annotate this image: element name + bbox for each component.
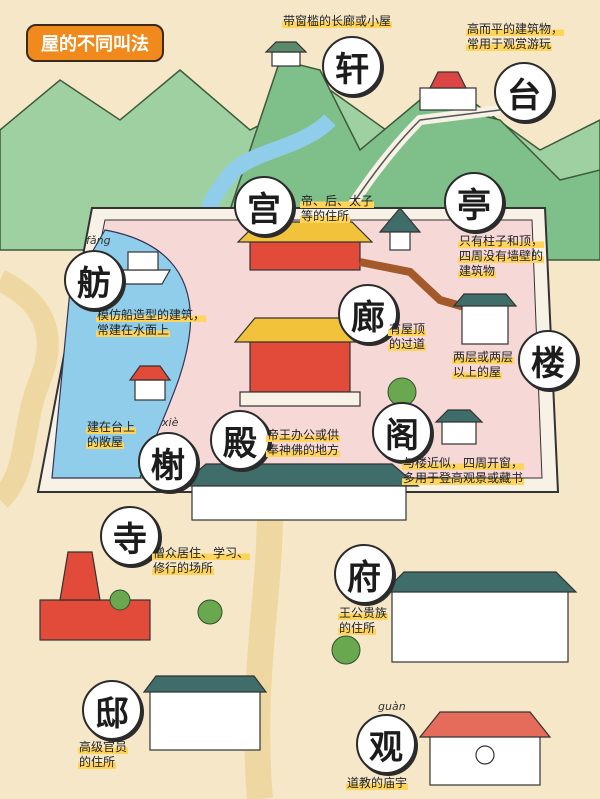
desc-si: 僧众居住、学习、 修行的场所 [152, 546, 251, 576]
desc-si-line-1: 僧众居住、学习、 [152, 546, 251, 560]
desc-ting-line-1: 只有柱子和顶， [458, 234, 545, 248]
desc-ting-line-2: 四周没有墙壁的 [458, 249, 545, 263]
desc-lang: 有屋顶 的过道 [388, 322, 427, 352]
desc-di-line-1: 高级官员 [78, 740, 129, 754]
desc-di-line-2: 的住所 [78, 755, 117, 769]
char-gong: 宫 [234, 176, 294, 236]
desc-gong: 帝、后、太子 等的住所 [300, 194, 375, 224]
desc-ting: 只有柱子和顶， 四周没有墙壁的 建筑物 [458, 234, 545, 279]
desc-lou-line-2: 以上的屋 [452, 365, 503, 379]
desc-ge-line-2: 多用于登高观景或藏书 [402, 471, 525, 485]
desc-xuan: 带窗槛的长廊或小屋 [282, 14, 393, 29]
pinyin-fang: fǎng [86, 234, 111, 247]
char-lou: 楼 [518, 330, 578, 390]
char-si: 寺 [100, 506, 160, 566]
desc-dian-line-2: 奉神佛的地方 [266, 443, 341, 457]
char-di: 邸 [82, 680, 142, 740]
desc-xuan-line: 带窗槛的长廊或小屋 [282, 14, 393, 28]
pinyin-guan: guàn [378, 700, 406, 713]
desc-fang: 模仿船造型的建筑， 常建在水面上 [96, 308, 207, 338]
page-title: 屋的不同叫法 [26, 24, 164, 62]
char-xie: 榭 [138, 432, 198, 492]
desc-lou: 两层或两层 以上的屋 [452, 350, 515, 380]
desc-dian-line-1: 帝王办公或供 [266, 428, 341, 442]
desc-fu-line-2: 的住所 [338, 621, 377, 635]
char-tai: 台 [494, 62, 554, 122]
desc-lang-line-2: 的过道 [388, 337, 427, 351]
desc-fang-line-1: 模仿船造型的建筑， [96, 308, 207, 322]
char-xuan: 轩 [322, 36, 382, 96]
desc-tai: 高而平的建筑物， 常用于观赏游玩 [466, 22, 565, 52]
desc-di: 高级官员 的住所 [78, 740, 129, 770]
desc-guan: 道教的庙宇 [346, 776, 409, 791]
desc-gong-line-1: 帝、后、太子 [300, 194, 375, 208]
desc-guan-line: 道教的庙宇 [346, 776, 409, 790]
desc-fu: 王公贵族 的住所 [338, 606, 389, 636]
char-ting: 亭 [444, 172, 504, 232]
desc-xie-line-1: 建在台上 [86, 420, 137, 434]
desc-tai-line-2: 常用于观赏游玩 [466, 37, 553, 51]
char-fu: 府 [334, 544, 394, 604]
desc-fu-line-1: 王公贵族 [338, 606, 389, 620]
desc-gong-line-2: 等的住所 [300, 209, 351, 223]
char-dian: 殿 [210, 410, 270, 470]
desc-ting-line-3: 建筑物 [458, 264, 497, 278]
desc-xie-line-2: 的敞屋 [86, 435, 125, 449]
desc-dian: 帝王办公或供 奉神佛的地方 [266, 428, 341, 458]
char-ge: 阁 [372, 402, 432, 462]
desc-fang-line-2: 常建在水面上 [96, 323, 171, 337]
desc-xie: 建在台上 的敞屋 [86, 420, 137, 450]
desc-tai-line-1: 高而平的建筑物， [466, 22, 565, 36]
desc-lou-line-1: 两层或两层 [452, 350, 515, 364]
desc-lang-line-1: 有屋顶 [388, 322, 427, 336]
desc-si-line-2: 修行的场所 [152, 561, 215, 575]
char-fang: 舫 [64, 250, 124, 310]
desc-ge-line-1: 与楼近似，四周开窗， [402, 456, 525, 470]
pinyin-xie: xiè [162, 416, 179, 429]
desc-ge: 与楼近似，四周开窗， 多用于登高观景或藏书 [402, 456, 525, 486]
char-guan: 观 [356, 714, 416, 774]
